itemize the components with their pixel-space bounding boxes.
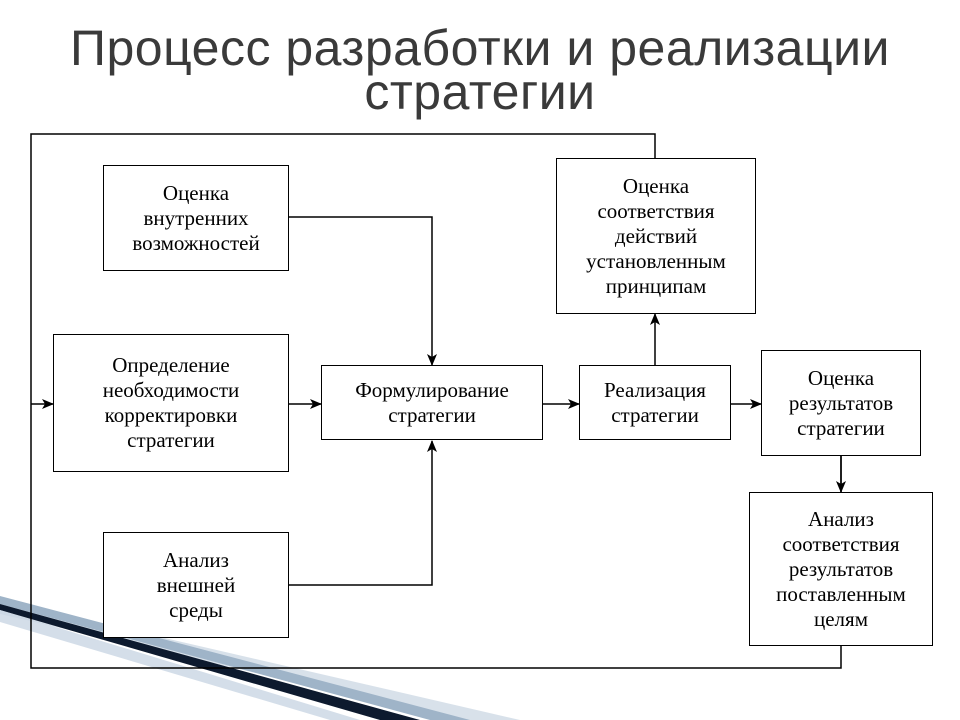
arrow-internal-to-formulation — [289, 216, 437, 366]
node-label: Оценка соответствия действий установленн… — [586, 173, 726, 298]
title-line-1: Процесс разработки и реализации — [70, 20, 890, 76]
node-internal-capabilities: Оценка внутренних возможностей — [103, 165, 289, 271]
node-label: Формулирование стратегии — [355, 377, 509, 427]
node-label: Определение необходимости корректировки … — [102, 353, 240, 452]
node-implementation: Реализация стратегии — [579, 365, 731, 440]
node-goals-analysis: Анализ соответствия результатов поставле… — [749, 492, 933, 646]
node-label: Реализация стратегии — [604, 377, 706, 427]
arrow-external-to-formulation — [289, 440, 437, 586]
title-line-2: стратегии — [364, 64, 596, 120]
node-correction-need: Определение необходимости корректировки … — [53, 334, 289, 472]
node-label: Оценка результатов стратегии — [788, 365, 894, 440]
node-results-assessment: Оценка результатов стратегии — [761, 350, 921, 456]
page-title: Процесс разработки и реализации стратеги… — [0, 20, 960, 120]
node-label: Оценка внутренних возможностей — [132, 180, 260, 255]
node-label: Анализ внешней среды — [156, 547, 236, 622]
node-formulation: Формулирование стратегии — [321, 365, 543, 440]
node-compliance-assessment: Оценка соответствия действий установленн… — [556, 158, 756, 314]
node-label: Анализ соответствия результатов поставле… — [776, 506, 906, 631]
node-external-analysis: Анализ внешней среды — [103, 532, 289, 638]
